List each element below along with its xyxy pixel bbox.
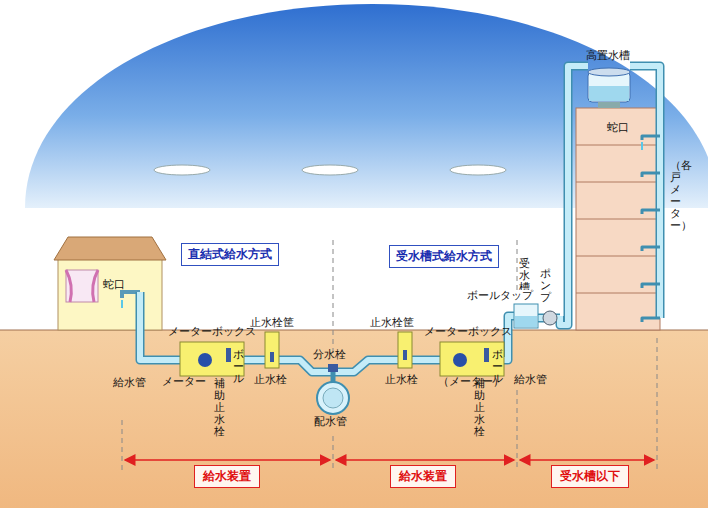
range-box: 受水槽以下 <box>551 465 629 488</box>
box-text: 受水槽式給水方式 <box>396 249 492 263</box>
water-main-part <box>317 382 349 414</box>
water-main-part <box>328 364 338 372</box>
pipes-part <box>140 66 660 372</box>
divider-lines-part <box>517 390 518 470</box>
water-main-part <box>323 388 343 408</box>
range-arrows-part <box>336 459 514 461</box>
meter-boxes-part <box>453 353 467 367</box>
house-part <box>54 237 166 260</box>
valve-box-label: 止水栓筐 <box>370 317 414 330</box>
main-label: 配水管 <box>314 416 347 429</box>
sky-part <box>154 165 210 175</box>
mode-title-box: 直結式給水方式 <box>181 243 279 266</box>
tanks-part <box>588 68 630 76</box>
tanks-part <box>589 86 629 101</box>
box-text: 給水装置 <box>399 469 447 483</box>
pipe-label: 給水管 <box>514 374 547 387</box>
ground-part <box>0 330 708 508</box>
pipes-part <box>140 66 660 372</box>
faucet-label: 蛇口 <box>103 279 125 292</box>
divider-lines-part <box>333 240 334 358</box>
ground <box>0 330 708 508</box>
divider-lines-part <box>122 420 123 470</box>
house-part <box>66 270 98 302</box>
ball-tap-label: ボールタップ <box>466 290 534 303</box>
water-main <box>317 364 349 414</box>
range-arrows-part <box>125 459 330 461</box>
tank-label: 受水槽 <box>519 258 530 294</box>
stop-valve-boxes-part <box>265 332 279 368</box>
meter-boxes-part <box>198 353 212 367</box>
unit-meter-label: （各戸メーター） <box>670 160 681 233</box>
tanks-part <box>514 304 538 328</box>
box-text: 受水槽以下 <box>560 469 620 483</box>
stop-valve-boxes-part <box>398 332 412 368</box>
building-part <box>576 145 660 146</box>
meter-label: （メーター） <box>438 376 504 389</box>
pipes <box>140 66 660 372</box>
tap-label: 分水栓 <box>313 349 346 362</box>
divider-lines-part <box>657 338 658 470</box>
divider-lines-part <box>517 240 518 296</box>
valve-box-label: 止水栓筐 <box>250 317 294 330</box>
tanks-part <box>515 316 537 327</box>
building-part <box>576 256 660 257</box>
high-tank-label: 高置水槽 <box>586 50 630 63</box>
building-part <box>576 108 660 330</box>
building-part <box>576 182 660 183</box>
meter-box-label: メーターボックス <box>424 326 512 339</box>
pump-label: ポンプ <box>540 268 551 304</box>
stop-valve-label: 止水栓 <box>254 374 287 387</box>
ball-label: ボール <box>233 349 244 385</box>
house-part <box>58 258 162 330</box>
building-part <box>576 293 660 294</box>
range-arrows-part <box>520 459 654 461</box>
stop-valve-boxes-part <box>270 352 274 362</box>
sky-part <box>450 165 506 175</box>
box-text: 給水装置 <box>203 469 251 483</box>
meter-box-label: メーターボックス <box>168 326 256 339</box>
meter-boxes <box>180 342 504 376</box>
range-box: 給水装置 <box>194 465 260 488</box>
mode-title-box: 受水槽式給水方式 <box>389 245 499 268</box>
building-part <box>576 219 660 220</box>
tanks-part <box>543 311 557 325</box>
meter-label: メーター <box>162 376 206 389</box>
house <box>54 237 166 330</box>
stop-valve-boxes-part <box>403 350 407 360</box>
sky-part <box>302 165 358 175</box>
range-arrows <box>125 459 654 461</box>
stop-valve-boxes <box>265 332 412 368</box>
house-part <box>66 270 98 302</box>
meter-boxes-part <box>226 348 231 362</box>
tanks <box>514 68 630 328</box>
tanks-part <box>598 102 620 108</box>
meter-boxes-part <box>484 348 489 362</box>
box-text: 直結式給水方式 <box>188 247 272 261</box>
pipes-part <box>641 142 643 150</box>
stop-valve-label: 止水栓 <box>385 374 418 387</box>
range-box: 給水装置 <box>390 465 456 488</box>
pipes-part <box>642 136 660 322</box>
pipe-label: 給水管 <box>113 377 146 390</box>
aux-valve-label: 補助止水栓 <box>214 378 225 438</box>
divider-lines-part <box>333 436 334 470</box>
divider-lines <box>122 240 657 470</box>
faucet-label: 蛇口 <box>607 122 629 135</box>
house-part <box>121 300 123 308</box>
building <box>576 108 660 330</box>
